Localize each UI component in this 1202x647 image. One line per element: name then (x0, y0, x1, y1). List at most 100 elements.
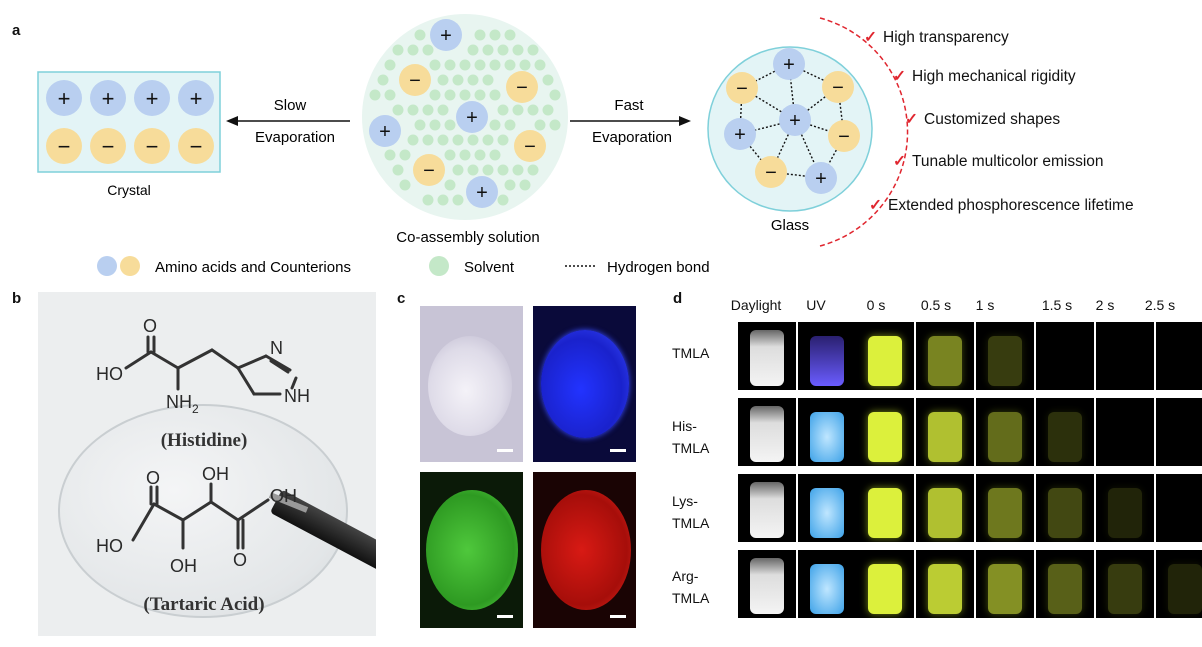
solvent-dot (474, 149, 486, 161)
panel-label-d: d (673, 290, 683, 307)
solvent-dot (497, 44, 509, 56)
svg-text:NH2: NH2 (166, 392, 199, 416)
solvent-dot (482, 74, 494, 86)
sample-tube-cell (1036, 550, 1094, 618)
fast-label-2: Evaporation (592, 129, 672, 146)
legend-anion-dot (120, 256, 140, 276)
col-header-0s: 0 s (866, 297, 886, 313)
crystal-anions (46, 128, 214, 164)
solvent-dot (527, 164, 539, 176)
solvent-dot (549, 119, 561, 131)
solvent-dot (384, 149, 396, 161)
sample-tube-cell (1036, 474, 1094, 542)
glass-ions (724, 48, 860, 194)
plus-sign: + (146, 86, 159, 111)
solvent-dot (459, 149, 471, 161)
svg-text:OH: OH (202, 464, 229, 484)
solvent-dot (512, 104, 524, 116)
afterglow-tube (928, 336, 962, 386)
row-label-his: His-TMLA (672, 418, 710, 456)
solvent-dot (414, 29, 426, 41)
solvent-dot (392, 104, 404, 116)
fast-label: Fast (614, 97, 644, 114)
svg-text:N: N (270, 338, 283, 358)
solvent-dot (377, 74, 389, 86)
sample-tube-cell (976, 322, 1034, 390)
solution-label: Co-assembly solution (396, 229, 539, 246)
slow-arrowhead (226, 116, 238, 126)
sample-tube-cell (798, 550, 856, 618)
sample-tube-cell (856, 550, 914, 618)
solvent-dot (489, 149, 501, 161)
solvent-dot (429, 89, 441, 101)
plus-sign: + (190, 86, 203, 111)
legend-cation-dot (97, 256, 117, 276)
solvent-dot (474, 59, 486, 71)
svg-text:+: + (734, 124, 746, 146)
solvent-dot (384, 59, 396, 71)
tile-blue-emission (533, 306, 636, 462)
solvent-dot (504, 59, 516, 71)
crystal-label: Crystal (107, 182, 151, 198)
solvent-dot (392, 164, 404, 176)
solvent-dot (459, 89, 471, 101)
sample-tube-cell (1096, 550, 1154, 618)
svg-text:OH: OH (170, 556, 197, 576)
solvent-dot (467, 74, 479, 86)
svg-text:−: − (423, 160, 435, 182)
solvent-dot (549, 89, 561, 101)
col-header-05s: 0.5 s (920, 297, 952, 313)
sample-tube-cell (1096, 398, 1154, 466)
solvent-dot (489, 29, 501, 41)
col-header-daylight: Daylight (730, 297, 782, 313)
svg-text:+: + (379, 121, 391, 143)
sample-tube-cell (916, 398, 974, 466)
uv-tube (810, 412, 844, 462)
solvent-dot (482, 164, 494, 176)
row-label-tmla: TMLA (672, 345, 710, 361)
afterglow-tube (1048, 412, 1082, 462)
solvent-dot (482, 134, 494, 146)
sample-tube-cell (1096, 474, 1154, 542)
anion (178, 128, 214, 164)
solvent-dot (527, 44, 539, 56)
solution-ions (369, 19, 546, 208)
legend-ions-label: Amino acids and Counterions (155, 259, 351, 276)
tile-green-emission (420, 472, 523, 628)
solvent-dot (512, 164, 524, 176)
svg-text:+: + (783, 54, 795, 76)
svg-text:HO: HO (96, 364, 123, 384)
afterglow-tube (1168, 564, 1202, 614)
sample-tube-cell (1156, 322, 1202, 390)
svg-text:+: + (440, 25, 452, 47)
panel-label-a: a (12, 22, 21, 39)
afterglow-tube (868, 336, 902, 386)
cation (46, 80, 82, 116)
afterglow-tube (988, 412, 1022, 462)
solvent-dot (444, 179, 456, 191)
solvent-dot (489, 89, 501, 101)
property-5: ✓Extended phosphorescence lifetime (869, 197, 1134, 214)
legend-solvent-label: Solvent (464, 259, 515, 276)
sample-tube-cell (738, 474, 796, 542)
afterglow-tube (1108, 564, 1142, 614)
minus-sign: − (146, 134, 159, 159)
col-header-2s: 2 s (1095, 297, 1115, 313)
svg-text:O: O (233, 550, 247, 570)
svg-text:+: + (789, 110, 801, 132)
sample-tube-cell (1036, 398, 1094, 466)
solvent-dot (467, 164, 479, 176)
solvent-dot (429, 59, 441, 71)
svg-text:−: − (409, 70, 421, 92)
sample-tube-cell (856, 474, 914, 542)
property-3: ✓Customized shapes (905, 111, 1061, 128)
solvent-dot (527, 104, 539, 116)
solvent-dot (519, 59, 531, 71)
row-label-arg: Arg-TMLA (672, 568, 710, 606)
svg-text:+: + (815, 168, 827, 190)
sample-tube-cell (916, 474, 974, 542)
crystal-cations (46, 80, 214, 116)
solvent-dot (414, 119, 426, 131)
daylight-tube (750, 330, 784, 386)
svg-text:−: − (736, 78, 748, 100)
